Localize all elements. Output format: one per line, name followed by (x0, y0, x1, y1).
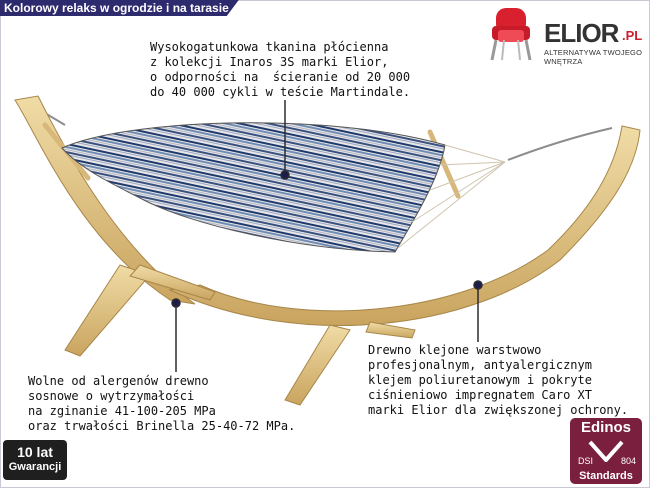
hammock-fabric (61, 122, 446, 253)
logo-tagline: ALTERNATYWA TWOJEGO WNĘTRZA (544, 48, 643, 66)
stand-right-leg-back (365, 321, 416, 339)
warranty-badge: 10 lat Gwarancji (3, 440, 67, 480)
page-title: Kolorowy relaks w ogrodzie i na tarasie (0, 0, 239, 16)
warranty-years: 10 lat (17, 444, 53, 460)
callout-pointer-fabric (280, 100, 290, 180)
callout-fabric: Wysokogatunkowa tkanina płócienna z kole… (150, 40, 411, 99)
elior-logo[interactable]: ELIOR .PL ALTERNATYWA TWOJEGO WNĘTRZA (484, 4, 644, 66)
callout-strength: Wolne od alergenów drewno sosnowe o wytr… (28, 374, 296, 433)
cert-standards: Standards (579, 470, 633, 482)
warranty-label: Gwarancji (8, 461, 62, 473)
stand-right-leg-front (284, 324, 351, 406)
cert-code: 804 (620, 456, 636, 466)
logo-wordmark: ELIOR (544, 18, 619, 48)
stand-back-leg (129, 264, 216, 301)
callout-pointer-wood (473, 280, 483, 342)
cert-dsi: DSI (578, 456, 594, 466)
cert-name: Edinos (580, 419, 631, 436)
logo-domain: .PL (622, 28, 643, 43)
edinos-certificate-badge: Edinos DSI 804 Standards (570, 418, 642, 484)
right-chain (507, 127, 613, 161)
callout-pointer-strength (171, 298, 181, 372)
callout-wood: Drewno klejone warstwowo profesjonalnym,… (368, 343, 629, 417)
chair-icon (490, 8, 532, 61)
checkmark-icon (588, 440, 624, 462)
stand-right-arc (168, 125, 641, 326)
